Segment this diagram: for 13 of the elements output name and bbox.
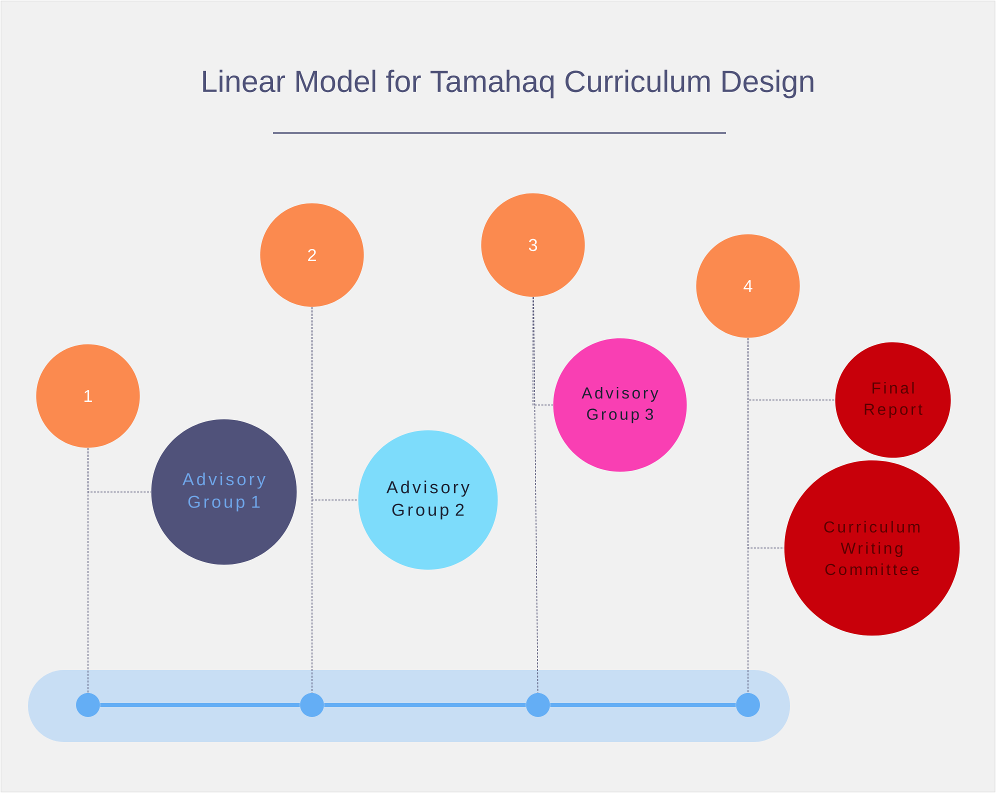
timeline-line xyxy=(324,703,526,707)
connector-line xyxy=(748,338,784,548)
title: Linear Model for Tamahaq Curriculum Design xyxy=(203,70,814,98)
timeline-dot xyxy=(300,693,324,717)
timeline-dot xyxy=(736,693,760,717)
connector-line xyxy=(312,306,358,500)
connector-line xyxy=(533,296,538,694)
timeline-line xyxy=(550,703,736,707)
connector-line xyxy=(532,296,554,406)
timeline-line xyxy=(100,703,300,707)
timeline-dot xyxy=(76,693,100,717)
timeline-dot xyxy=(526,693,550,717)
connector-line xyxy=(88,448,152,492)
